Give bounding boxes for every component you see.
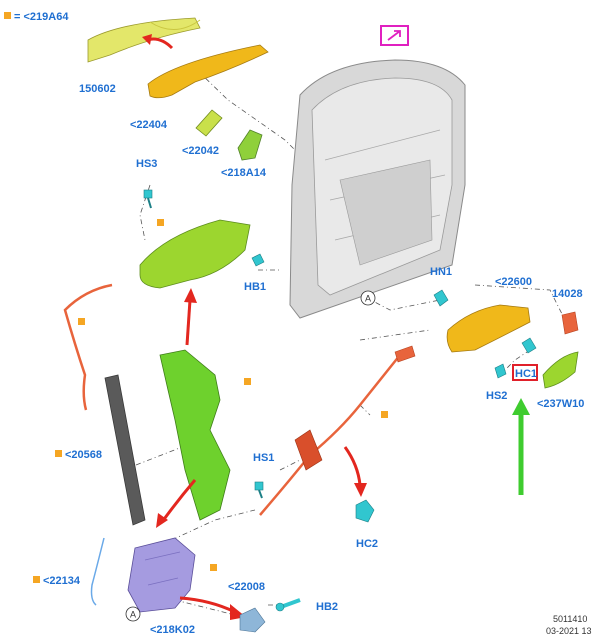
- marker-cable-left: [78, 318, 85, 325]
- screw-hs3[interactable]: [143, 189, 153, 209]
- bolt-hb1[interactable]: [251, 253, 265, 267]
- label-hc2[interactable]: HC2: [356, 538, 378, 550]
- nut-hn1[interactable]: [433, 289, 449, 307]
- label-hb2[interactable]: HB2: [316, 601, 338, 613]
- marker-cable-right: [381, 411, 388, 418]
- legend: = <219A64: [4, 11, 69, 23]
- cable-left[interactable]: [63, 283, 113, 411]
- rod-22134[interactable]: [90, 537, 105, 606]
- marker-22134: [33, 576, 40, 583]
- label-hs2[interactable]: HS2: [486, 390, 507, 402]
- hc1-highlight-box: [512, 364, 538, 381]
- door-panel[interactable]: [289, 59, 466, 319]
- part-22042[interactable]: [195, 109, 223, 137]
- red-arrow-4: [343, 446, 362, 486]
- part-labels: 150602 <22404 <22042 <218A14 HS3 HB1 HN1…: [43, 83, 584, 635]
- label-237W10[interactable]: <237W10: [537, 398, 584, 410]
- red-arrow-4-head: [354, 483, 367, 497]
- legend-marker: [4, 12, 11, 19]
- screw-hs2[interactable]: [494, 363, 507, 379]
- label-22008[interactable]: <22008: [228, 581, 265, 593]
- footer-code: 5011410: [553, 614, 587, 624]
- part-218A14[interactable]: [237, 129, 263, 161]
- label-22404[interactable]: <22404: [130, 119, 168, 131]
- bolt-hb2[interactable]: [275, 598, 301, 612]
- marker-latch: [210, 564, 217, 571]
- part-237W10[interactable]: [542, 351, 579, 389]
- part-22404[interactable]: [147, 44, 269, 99]
- green-arrow-head: [512, 398, 530, 415]
- marker-20568: [55, 450, 62, 457]
- part-22008[interactable]: [239, 607, 266, 633]
- red-arrow-1-head: [142, 34, 152, 45]
- latch-assembly[interactable]: [127, 537, 217, 613]
- footer-date: 03-2021 13: [546, 626, 592, 635]
- red-arrow-3: [160, 479, 197, 523]
- label-218A14[interactable]: <218A14: [221, 167, 267, 179]
- label-22134[interactable]: <22134: [43, 575, 81, 587]
- label-150602[interactable]: 150602: [79, 83, 116, 95]
- red-arrow-2: [185, 299, 192, 346]
- red-arrow-5: [179, 596, 236, 614]
- label-hb1[interactable]: HB1: [244, 281, 266, 293]
- part-20568[interactable]: [104, 374, 146, 526]
- clip-hc1-part[interactable]: [521, 337, 537, 354]
- legend-text: = <219A64: [14, 11, 69, 23]
- callout-a-top: A: [360, 290, 376, 306]
- label-hc1[interactable]: HC1: [515, 368, 537, 380]
- svg-text:A: A: [365, 294, 371, 304]
- clip-hc2[interactable]: [355, 499, 375, 523]
- label-hs3[interactable]: HS3: [136, 158, 157, 170]
- red-arrow-3-head: [156, 513, 168, 528]
- part-150602[interactable]: [87, 17, 201, 63]
- cable-right[interactable]: [259, 345, 416, 516]
- handle-bracket[interactable]: [139, 219, 251, 289]
- label-14028[interactable]: 14028: [552, 288, 583, 300]
- reference-arrow-icon[interactable]: [380, 25, 409, 46]
- marker-bracket: [157, 219, 164, 226]
- label-22600[interactable]: <22600: [495, 276, 532, 288]
- label-22042[interactable]: <22042: [182, 145, 219, 157]
- footer: 5011410 03-2021 13: [546, 614, 592, 635]
- part-14028[interactable]: [561, 311, 579, 335]
- red-arrow-2-head: [184, 288, 197, 303]
- callout-a-bottom: A: [125, 606, 141, 622]
- label-20568[interactable]: <20568: [65, 449, 102, 461]
- marker-reinforcement: [244, 378, 251, 385]
- label-218K02[interactable]: <218K02: [150, 624, 195, 635]
- svg-text:A: A: [130, 610, 136, 620]
- inner-handle-22600[interactable]: [446, 304, 531, 353]
- label-hs1[interactable]: HS1: [253, 452, 274, 464]
- label-hn1[interactable]: HN1: [430, 266, 452, 278]
- handle-reinforcement[interactable]: [159, 349, 251, 521]
- screw-hs1[interactable]: [254, 481, 264, 499]
